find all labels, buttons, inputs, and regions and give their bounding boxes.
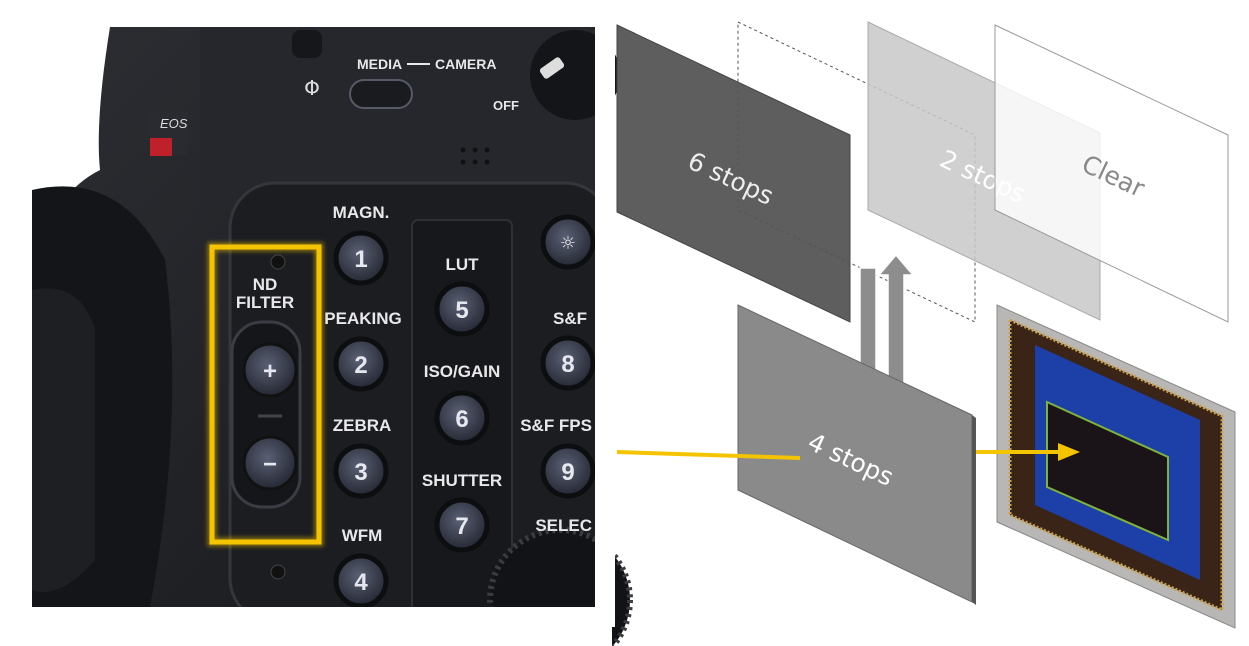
- svg-text:WFM: WFM: [342, 526, 383, 545]
- off-label: OFF: [493, 98, 519, 113]
- svg-text:ISO/GAIN: ISO/GAIN: [424, 362, 501, 381]
- plus-icon: +: [263, 358, 277, 385]
- assign-button-3[interactable]: ZEBRA 3: [333, 416, 392, 499]
- svg-text:7: 7: [455, 513, 468, 540]
- svg-text:MAGN.: MAGN.: [333, 203, 390, 222]
- select-label: SELEC: [535, 516, 592, 535]
- filter-clear: [994, 24, 1229, 323]
- assign-button-8[interactable]: S&F 8: [540, 309, 596, 391]
- filter-6-stops: [616, 24, 851, 323]
- eos-logo: EOS: [160, 116, 188, 131]
- assign-button-1[interactable]: MAGN. 1: [333, 203, 390, 286]
- svg-text:2: 2: [354, 352, 367, 379]
- nd-minus-button[interactable]: [242, 435, 298, 491]
- camera-label: CAMERA: [435, 56, 496, 72]
- nd-plus-button[interactable]: [242, 342, 298, 398]
- svg-text:3: 3: [354, 459, 367, 486]
- svg-text:5: 5: [455, 297, 468, 324]
- assign-button-5[interactable]: LUT 5: [434, 255, 490, 337]
- nd-label: ND: [253, 275, 278, 294]
- assign-button-7[interactable]: SHUTTER 7: [422, 471, 502, 553]
- assign-button-9[interactable]: S&F FPS 9: [520, 416, 596, 499]
- filter-label: FILTER: [236, 293, 294, 312]
- assign-button-2[interactable]: PEAKING 2: [324, 309, 402, 392]
- svg-text:9: 9: [561, 459, 574, 486]
- svg-text:8: 8: [561, 351, 574, 378]
- nd-highlight-box: [209, 244, 322, 545]
- svg-text:PEAKING: PEAKING: [324, 309, 401, 328]
- svg-text:1: 1: [354, 246, 367, 273]
- speaker-grille: [460, 147, 490, 165]
- arrow-head-icon: [1058, 443, 1080, 461]
- cinema-badge: [150, 138, 172, 156]
- camera-photo: EOS Φ MEDIA CAMERA OFF ND FILTER + − MAG…: [32, 27, 633, 646]
- svg-text:4: 4: [354, 569, 368, 596]
- media-label: MEDIA: [357, 56, 402, 72]
- svg-text:6: 6: [455, 406, 468, 433]
- media-camera-button[interactable]: [349, 79, 413, 109]
- light-button[interactable]: ☼: [540, 214, 596, 270]
- svg-text:S&F FPS: S&F FPS: [520, 416, 592, 435]
- svg-text:SHUTTER: SHUTTER: [422, 471, 502, 490]
- light-icon: ☼: [560, 233, 576, 254]
- incoming-light-line: [616, 450, 801, 460]
- nd-filter-diagram: 6 stops 2 stops Clear 4 stops: [616, 21, 1236, 629]
- minus-icon: −: [263, 451, 277, 478]
- svg-text:LUT: LUT: [445, 255, 479, 274]
- sensor-plane-mark: Φ: [304, 76, 320, 100]
- image-sensor: [996, 304, 1236, 629]
- svg-text:ZEBRA: ZEBRA: [333, 416, 392, 435]
- assign-button-4[interactable]: WFM 4: [333, 526, 389, 609]
- svg-text:S&F: S&F: [553, 309, 587, 328]
- assign-button-6[interactable]: ISO/GAIN 6: [424, 362, 501, 446]
